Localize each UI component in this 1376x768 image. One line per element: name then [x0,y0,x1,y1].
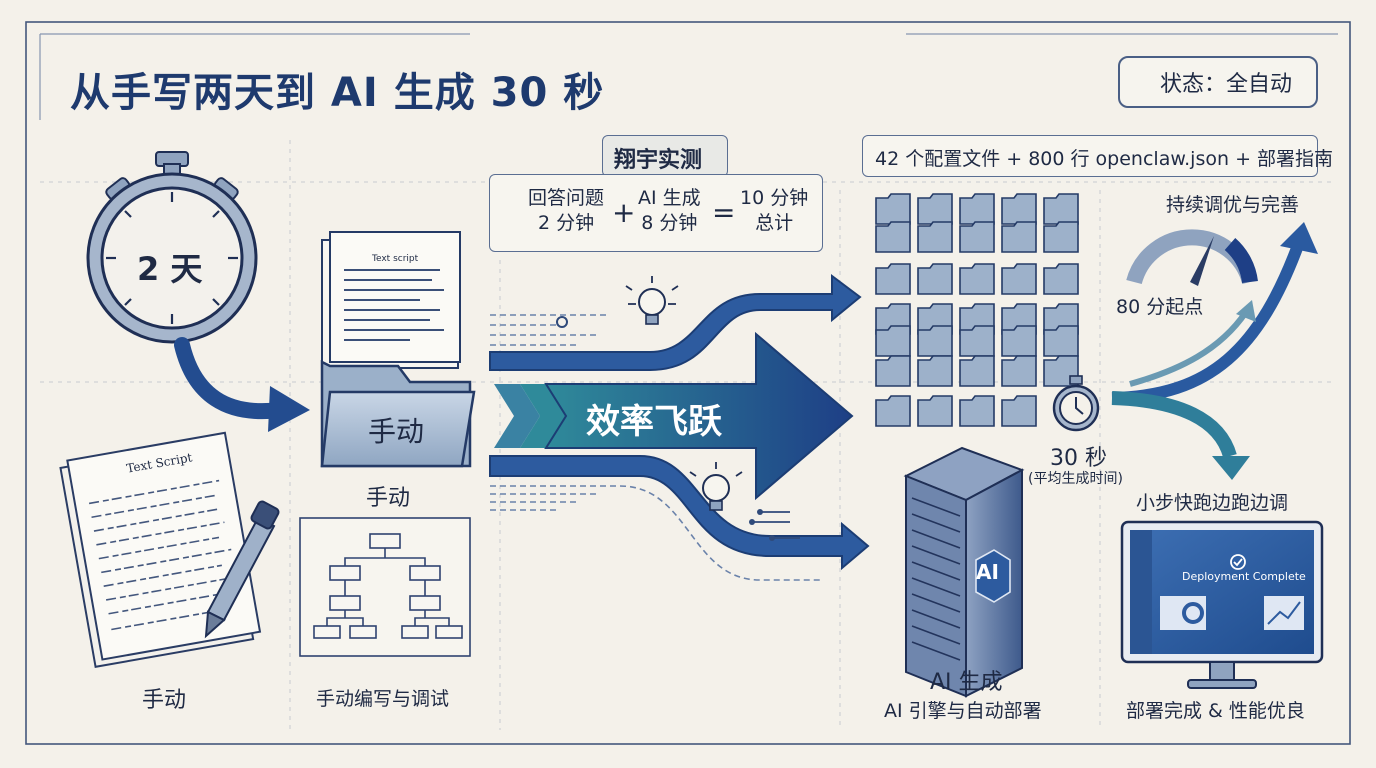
config-folder-icon [959,395,995,427]
config-folder-icon [917,221,953,253]
eq-answer: 回答问题 2 分钟 [528,186,604,236]
config-folder-icon [1043,221,1079,253]
status-text: 状态：全自动 [1160,72,1293,97]
config-folder-icon [959,263,995,295]
files-caption-box [862,135,1318,177]
monitor-text: Deployment Complete [1182,570,1306,583]
server-badge: AI [976,560,999,584]
eq-ai: AI 生成 8 分钟 [638,186,701,236]
upper-stream [489,274,862,371]
config-folder-icon [1001,395,1037,427]
config-folder-icon [959,193,995,225]
lightbulb-icon [625,276,679,325]
eq-total-line1: 10 分钟 [740,187,809,209]
stopwatch-time: 30 秒 [1050,446,1107,471]
monitor-caption: 部署完成 & 性能优良 [1126,700,1305,722]
config-folder-icon [1043,193,1079,225]
folder-icon [320,231,476,468]
folder-label: 手动 [368,415,425,448]
eq-total-line2: 总计 [755,212,794,234]
eq-answer-line2: 2 分钟 [537,212,595,234]
equals-sign: = [712,196,736,229]
server-subtitle: AI 引擎与自动部署 [884,700,1042,722]
config-folder-icon [917,395,953,427]
small-stopwatch-icon [1052,375,1100,432]
config-folder-icon [917,263,953,295]
flowchart-icon [299,517,471,657]
server-title: AI 生成 [930,670,1003,695]
plus-sign: + [612,196,636,229]
config-folder-icon [1001,355,1037,387]
equation-box [489,174,823,252]
arrow-head [268,386,310,432]
config-folder-icon [875,325,911,357]
config-folder-icon [875,221,911,253]
bottom-left-label: 手动 [142,688,187,713]
config-folder-icon [1001,193,1037,225]
lightbulb-icon-lower [689,462,743,511]
eq-ai-line1: AI 生成 [638,187,701,209]
config-folder-icon [959,221,995,253]
iterate-label: 小步快跑边跑边调 [1136,492,1289,514]
gauge-start: 80 分起点 [1116,296,1204,318]
clock-label: 2 天 [137,250,203,288]
pen-icon [204,500,280,639]
efficiency-label: 效率飞跃 [586,402,722,442]
config-folder-icon [917,325,953,357]
measured-tag-text: 翔宇实测 [614,148,703,173]
config-folder-grid [875,193,1079,427]
folder-paper-heading: Text script [372,254,419,264]
eq-total: 10 分钟总计 [740,186,808,236]
config-folder-icon [875,355,911,387]
config-folder-icon [875,193,911,225]
config-folder-icon [1043,263,1079,295]
server-icon [903,446,1025,698]
stopwatch-icon [86,151,258,344]
stopwatch-note: (平均生成时间) [1028,471,1123,487]
status-badge [1118,56,1318,108]
flowchart-label: 手动编写与调试 [316,688,450,710]
files-caption: 42 个配置文件 + 800 行 openclaw.json + 部署指南 [875,148,1334,170]
eq-answer-line1: 回答问题 [528,187,605,209]
gauge-caption: 持续调优与完善 [1166,194,1300,216]
config-folder-icon [875,395,911,427]
monitor-icon [1120,520,1324,689]
config-folder-icon [875,263,911,295]
efficiency-arrow [494,331,854,501]
config-folder-icon [917,193,953,225]
curved-arrow [174,337,288,420]
config-folder-icon [959,355,995,387]
config-folder-icon [1001,221,1037,253]
config-folder-icon [1001,325,1037,357]
outer-frame [25,21,1351,745]
under-folder-label: 手动 [366,486,411,511]
lower-stream [489,455,870,581]
eq-ai-line2: 8 分钟 [641,212,698,234]
config-folder-icon [1001,263,1037,295]
frame-accent [39,33,1338,120]
config-folder-icon [959,325,995,357]
config-folder-icon [1043,325,1079,357]
gauge-icon [1126,229,1258,286]
iterate-arrow [1111,391,1237,459]
config-folder-icon [917,355,953,387]
page-title: 从手写两天到 AI 生成 30 秒 [70,70,605,116]
